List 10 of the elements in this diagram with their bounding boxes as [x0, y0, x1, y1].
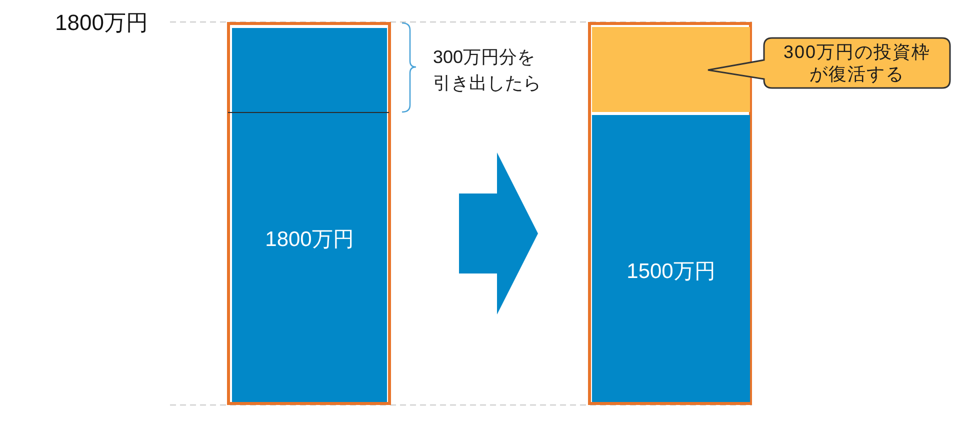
value-label: 1800万円 — [55, 10, 148, 36]
bar-segment — [592, 115, 750, 402]
block-arrow — [459, 152, 538, 314]
bar-frame — [588, 22, 752, 405]
amount-text: 1500万円 — [626, 259, 716, 285]
amount-text: 1800万円 — [264, 227, 355, 253]
callout-text: 300万円の投資枠が復活する — [782, 41, 932, 85]
bar-segment — [592, 27, 750, 112]
callout-bubble — [706, 36, 952, 90]
note-text: 300万円分を引き出したら — [433, 46, 542, 95]
